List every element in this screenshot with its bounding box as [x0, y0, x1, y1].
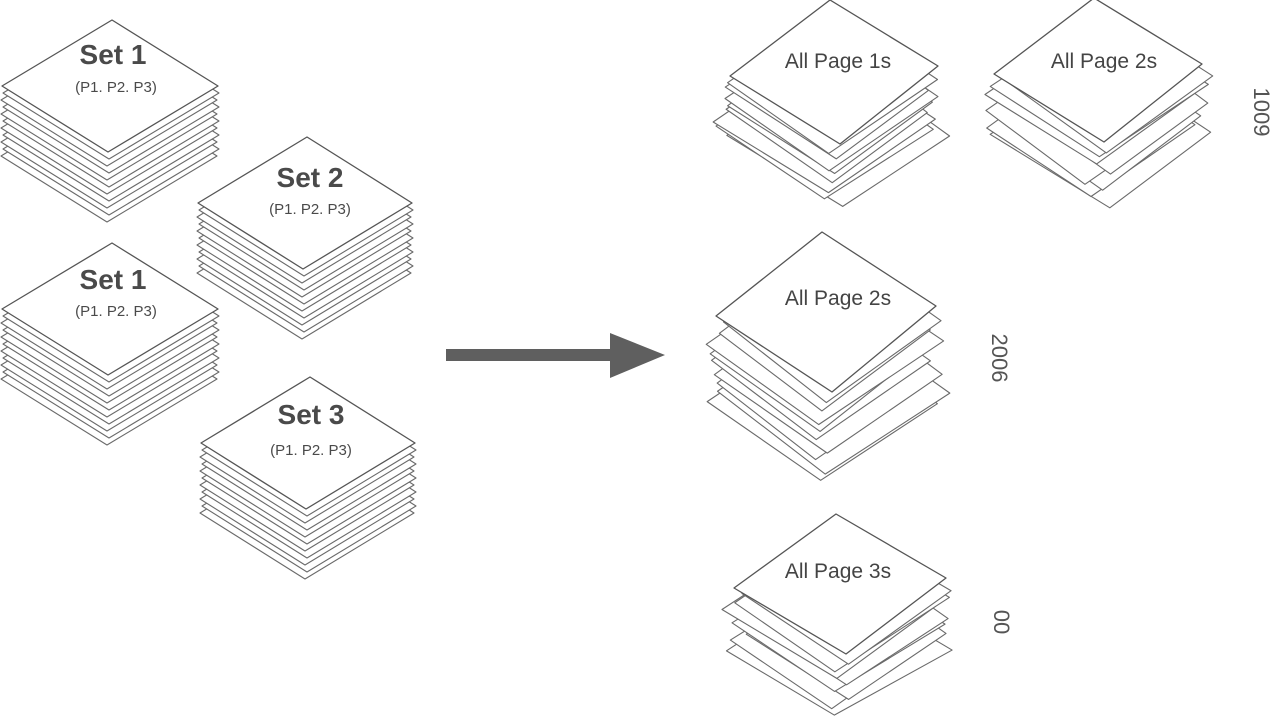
set-stack-1b [0, 242, 220, 446]
pile-page-1s [712, 0, 951, 207]
top-sheet [197, 136, 413, 270]
top-sheet [729, 0, 939, 145]
set-stack-3 [199, 376, 417, 580]
right-arrow-icon [446, 333, 665, 378]
top-sheet [993, 0, 1203, 143]
set-title-1b: Set 1 [80, 264, 147, 295]
set-title-2: Set 2 [277, 162, 344, 193]
side-note-3: 00 [989, 610, 1014, 634]
side-note-1: 1009 [1249, 88, 1274, 137]
set-stack-1 [0, 19, 220, 223]
pile-label-page-2s-top: All Page 2s [1051, 50, 1157, 73]
pile-label-page-1s: All Page 1s [785, 50, 891, 73]
pile-label-page-3s: All Page 3s [785, 560, 891, 583]
set-pages-2: (P1. P2. P3) [269, 201, 351, 218]
top-sheet [1, 242, 219, 376]
set-pages-3: (P1. P2. P3) [270, 442, 352, 459]
pile-page-2s [705, 231, 951, 481]
pile-page-3s [721, 513, 953, 716]
top-sheet [1, 19, 219, 153]
set-pages-1: (P1. P2. P3) [75, 79, 157, 96]
top-sheet [200, 376, 416, 510]
set-title-1: Set 1 [80, 39, 147, 70]
pile-label-page-2s: All Page 2s [785, 287, 891, 310]
set-stack-2 [196, 136, 414, 340]
pile-page-2s-top [984, 0, 1214, 209]
top-sheet [733, 513, 947, 655]
set-title-3: Set 3 [278, 399, 345, 430]
side-note-2: 2006 [987, 334, 1012, 383]
top-sheet [715, 231, 937, 393]
set-pages-1b: (P1. P2. P3) [75, 303, 157, 320]
